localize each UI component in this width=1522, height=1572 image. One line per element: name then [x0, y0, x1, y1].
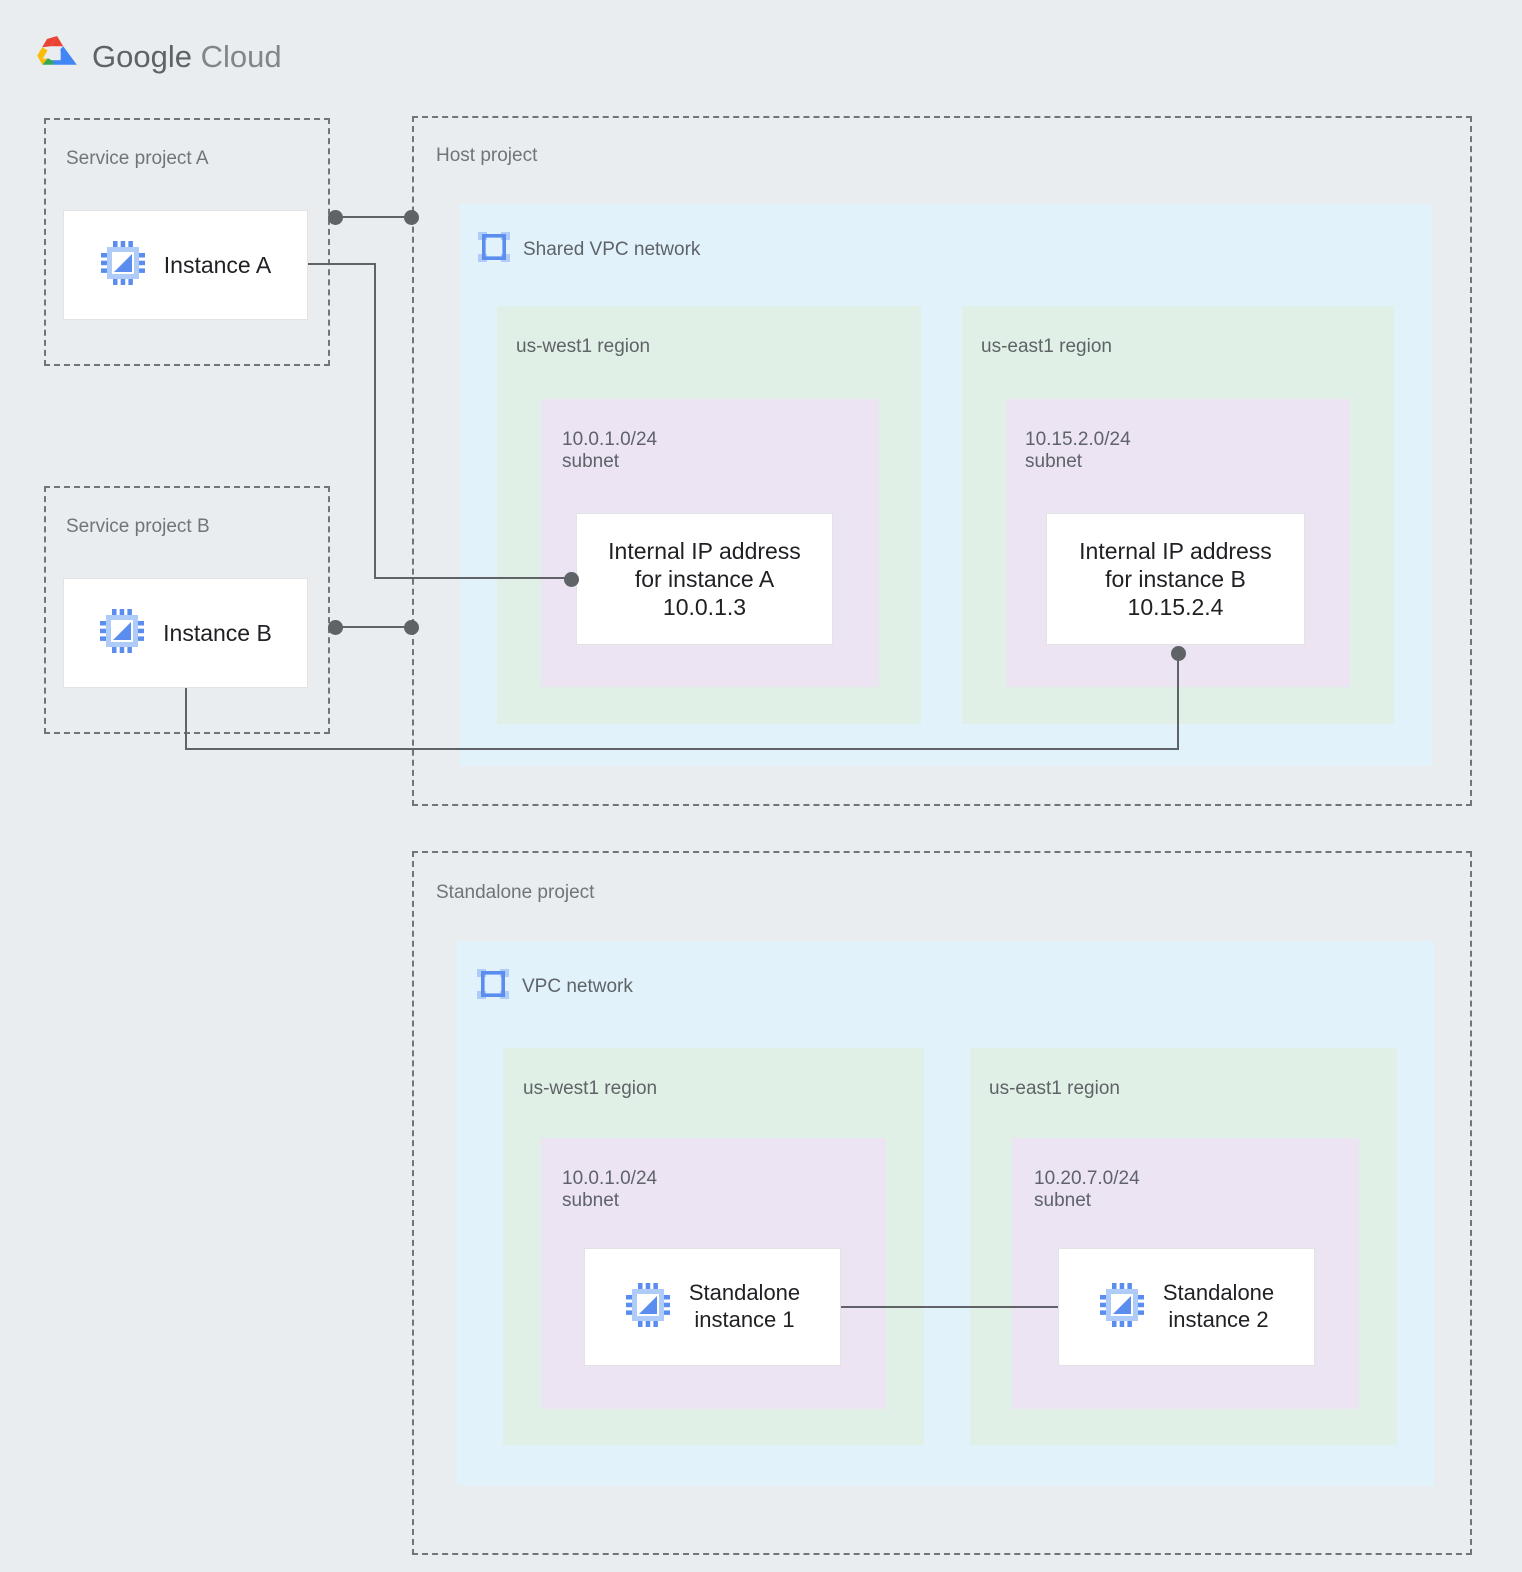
shared-subnet-10-0-1-0-label: 10.0.1.0/24 subnet: [562, 429, 658, 473]
connector-instance-a-seg2: [374, 263, 376, 579]
google-cloud-logo-icon: [36, 36, 78, 77]
connector-standalone-instances: [841, 1306, 1058, 1308]
service-project-b-container: [44, 486, 330, 734]
shared-vpc-network-title: Shared VPC network: [478, 232, 700, 268]
standalone-vpc-network-title: VPC network: [477, 969, 633, 1005]
cpu-instance-icon: [100, 240, 146, 291]
connector-instance-b-seg1: [185, 688, 187, 750]
standalone-project-container: [412, 851, 1472, 1555]
standalone-subnet-10-20-7-0-label: 10.20.7.0/24 subnet: [1034, 1168, 1140, 1212]
service-project-a-label: Service project A: [66, 148, 209, 169]
shared-vpc-network-label: Shared VPC network: [523, 239, 701, 260]
service-project-a-container: [44, 118, 330, 366]
connector-dot-internal-ip-a: [564, 572, 579, 587]
vpc-network-icon: [478, 232, 510, 268]
standalone-instance-2-card[interactable]: Standalone instance 2: [1058, 1248, 1315, 1366]
standalone-instance-1-card[interactable]: Standalone instance 1: [584, 1248, 841, 1366]
standalone-subnet-10-0-1-0-label: 10.0.1.0/24 subnet: [562, 1168, 658, 1212]
shared-subnet-10-15-2-0-label: 10.15.2.0/24 subnet: [1025, 429, 1131, 473]
cpu-instance-icon: [1099, 1282, 1145, 1333]
connector-dot-internal-ip-b: [1171, 646, 1186, 661]
internal-ip-instance-a-card[interactable]: Internal IP address for instance A 10.0.…: [576, 513, 833, 645]
connector-line-service-a-host: [335, 216, 412, 218]
instance-a-label: Instance A: [163, 251, 272, 278]
instance-a-card[interactable]: Instance A: [63, 210, 308, 320]
connector-instance-b-seg2: [185, 748, 1179, 750]
connector-line-service-b-host: [335, 626, 412, 628]
host-project-container: [412, 116, 1472, 806]
standalone-region-us-west1-label: us-west1 region: [523, 1078, 658, 1099]
instance-b-label: Instance B: [163, 619, 272, 646]
connector-instance-a-seg3: [374, 577, 570, 579]
connector-instance-b-seg3: [1177, 653, 1179, 750]
brand-word-google: Google: [92, 38, 192, 74]
standalone-region-us-east1-label: us-east1 region: [989, 1078, 1120, 1099]
internal-ip-instance-a-text: Internal IP address for instance A 10.0.…: [608, 537, 801, 621]
standalone-project-label: Standalone project: [436, 882, 595, 903]
brand-wordmark: Google Cloud: [92, 39, 282, 75]
standalone-instance-2-label: Standalone instance 2: [1162, 1280, 1275, 1332]
cpu-instance-icon: [625, 1282, 671, 1333]
instance-b-card[interactable]: Instance B: [63, 578, 308, 688]
shared-region-us-east1-label: us-east1 region: [981, 336, 1112, 357]
cpu-instance-icon: [99, 608, 145, 659]
standalone-instance-1-label: Standalone instance 1: [688, 1280, 801, 1332]
internal-ip-instance-b-card[interactable]: Internal IP address for instance B 10.15…: [1046, 513, 1305, 645]
brand-word-cloud: Cloud: [200, 38, 282, 74]
shared-region-us-west1-label: us-west1 region: [516, 336, 651, 357]
internal-ip-instance-b-text: Internal IP address for instance B 10.15…: [1079, 537, 1272, 621]
vpc-network-icon: [477, 969, 509, 1005]
connector-instance-a-seg1: [308, 263, 376, 265]
standalone-vpc-network-label: VPC network: [522, 976, 633, 997]
connector-dot-host-b: [404, 620, 419, 635]
service-project-b-label: Service project B: [66, 516, 210, 537]
connector-dot-host-a: [404, 210, 419, 225]
brand-header: Google Cloud: [36, 36, 282, 77]
host-project-label: Host project: [436, 145, 538, 166]
